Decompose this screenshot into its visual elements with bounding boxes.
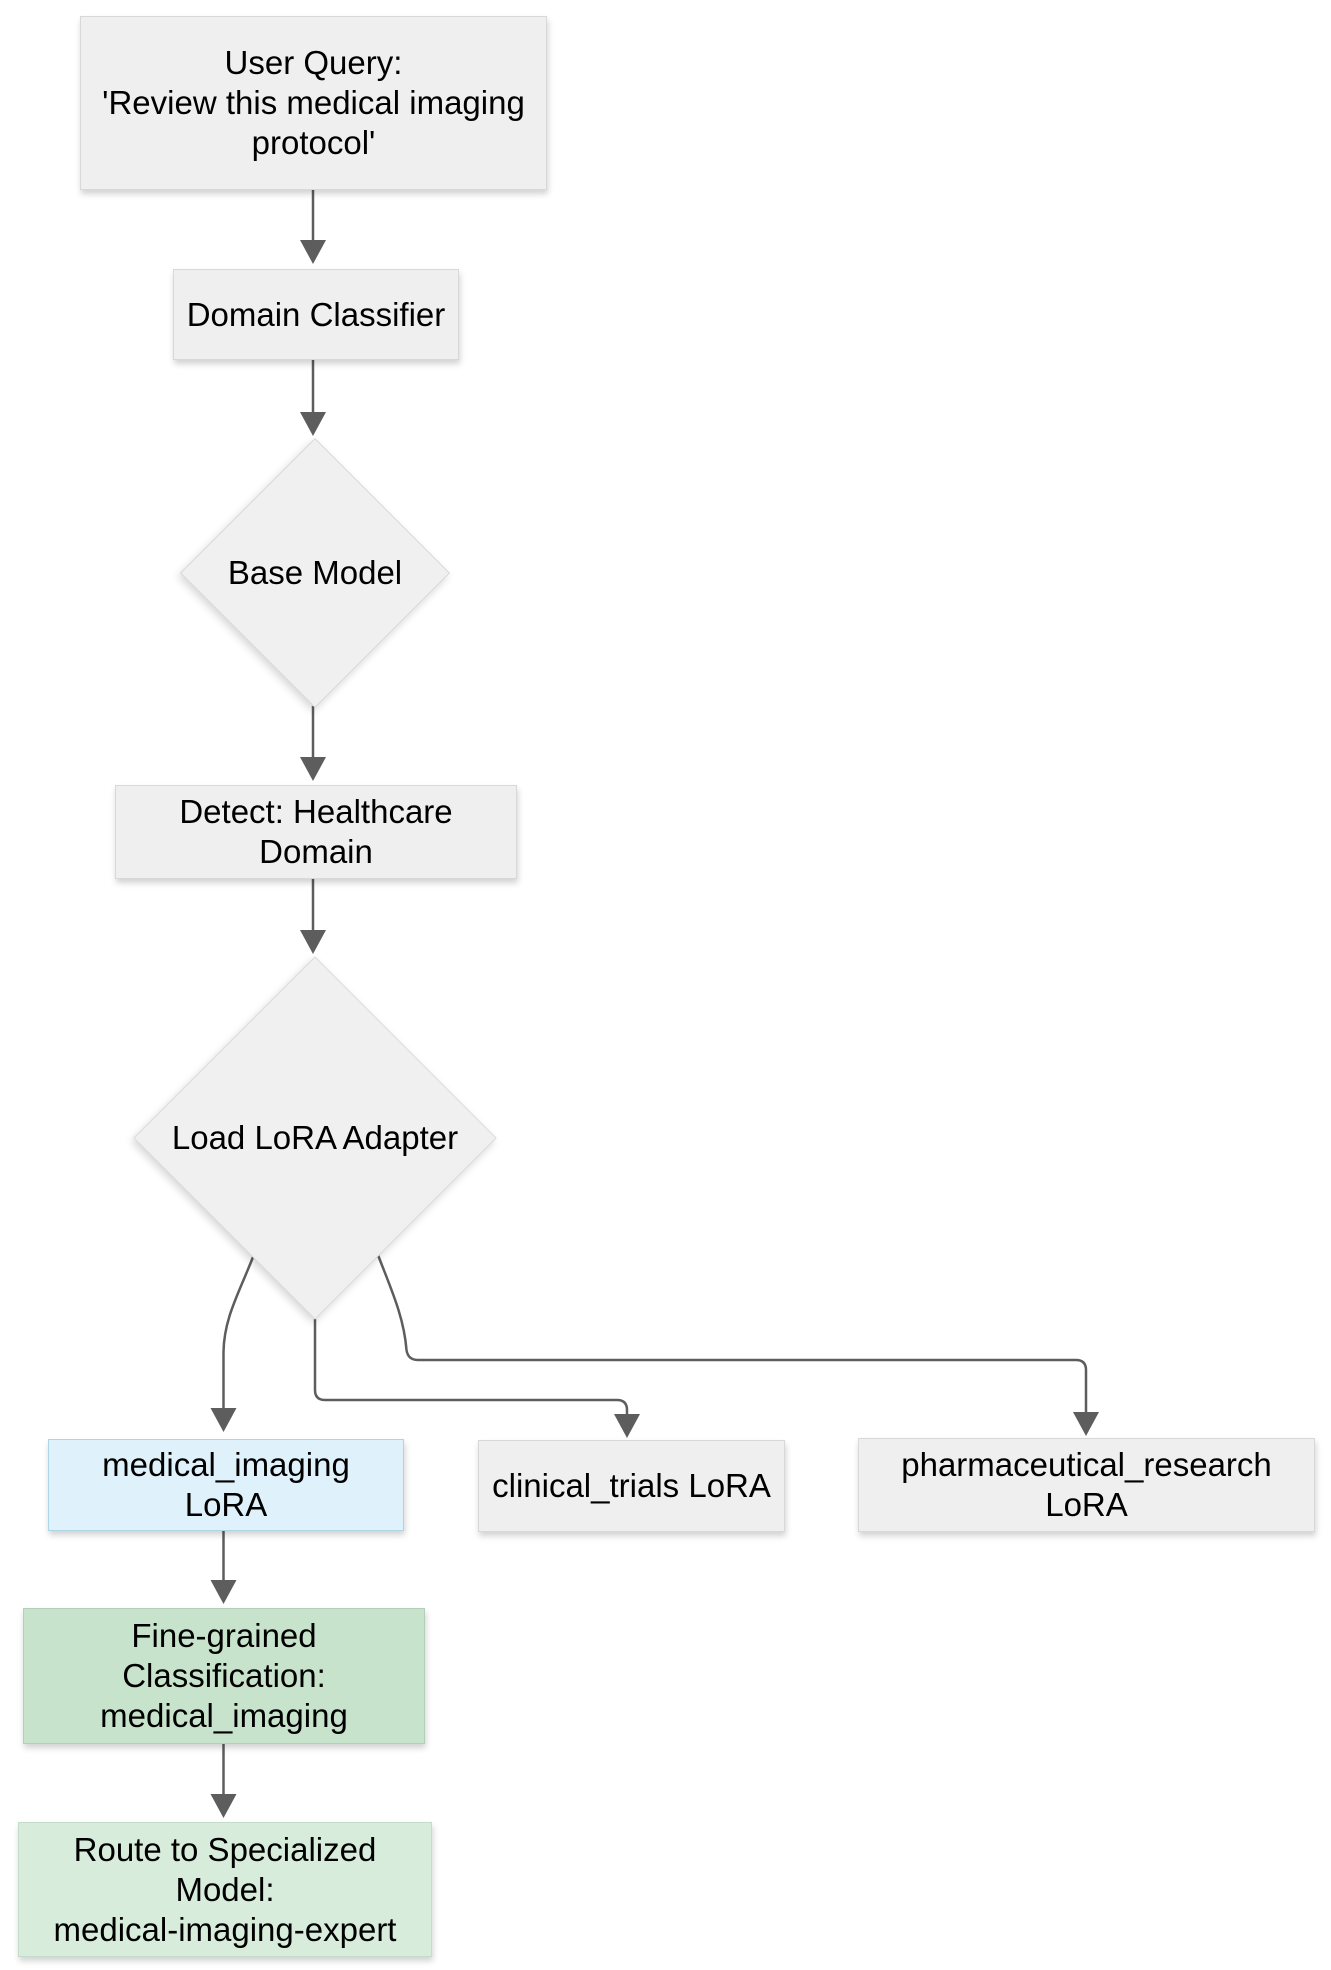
node-detect-healthcare-domain: Detect: Healthcare Domain [115, 785, 517, 879]
node-label: Domain Classifier [177, 295, 456, 335]
label-line: 'Review this medical imaging [102, 84, 525, 121]
arrowhead-icon [300, 412, 326, 436]
label-line: Route to Specialized Model: [73, 1830, 377, 1908]
node-load-lora-adapter: Load LoRA Adapter [133, 956, 497, 1320]
node-label: pharmaceutical_research LoRA [859, 1445, 1314, 1525]
node-label: Route to Specialized Model: medical-imag… [19, 1830, 431, 1950]
node-pharmaceutical-research-lora: pharmaceutical_research LoRA [858, 1438, 1315, 1532]
node-label: User Query: 'Review this medical imaging… [92, 43, 535, 163]
node-label: medical_imaging LoRA [49, 1445, 403, 1525]
node-route-to-specialized-model: Route to Specialized Model: medical-imag… [18, 1822, 432, 1957]
arrowhead-icon [210, 1580, 237, 1604]
node-label: Load LoRA Adapter [162, 1118, 468, 1158]
node-fine-grained-classification: Fine-grained Classification: medical_ima… [23, 1608, 425, 1744]
label-line: medical-imaging-expert [53, 1910, 397, 1948]
label-line: Load LoRA Adapter [171, 1119, 459, 1156]
label-line: medical_imaging LoRA [102, 1446, 350, 1523]
label-line: Detect: Healthcare Domain [179, 793, 453, 870]
arrowhead-icon [210, 1408, 237, 1432]
arrowhead-icon [210, 1794, 237, 1818]
label-line: protocol' [251, 124, 376, 161]
label-line: Base Model [227, 554, 403, 591]
label-line: medical_imaging [100, 1697, 348, 1734]
label-line: clinical_trials LoRA [492, 1467, 771, 1504]
node-label: Detect: Healthcare Domain [116, 792, 516, 872]
edge-load-lora-to-clinical [313, 1319, 629, 1414]
node-label: Base Model [218, 553, 412, 593]
label-line: User Query: [224, 44, 403, 81]
label-line: Fine-grained Classification: [122, 1617, 326, 1694]
node-label: Fine-grained Classification: medical_ima… [24, 1616, 424, 1736]
node-base-model: Base Model [179, 437, 451, 709]
arrowhead-icon [300, 757, 326, 781]
arrowhead-icon [614, 1414, 640, 1438]
node-domain-classifier: Domain Classifier [173, 269, 459, 360]
arrowhead-icon [300, 240, 326, 264]
node-medical-imaging-lora: medical_imaging LoRA [48, 1439, 404, 1531]
node-user-query: User Query: 'Review this medical imaging… [80, 16, 547, 190]
arrowhead-icon [1073, 1412, 1099, 1436]
label-line: Domain Classifier [186, 295, 446, 333]
arrowhead-icon [300, 930, 326, 954]
node-label: clinical_trials LoRA [482, 1466, 781, 1506]
node-clinical-trials-lora: clinical_trials LoRA [478, 1440, 785, 1532]
label-line: pharmaceutical_research LoRA [901, 1446, 1272, 1523]
